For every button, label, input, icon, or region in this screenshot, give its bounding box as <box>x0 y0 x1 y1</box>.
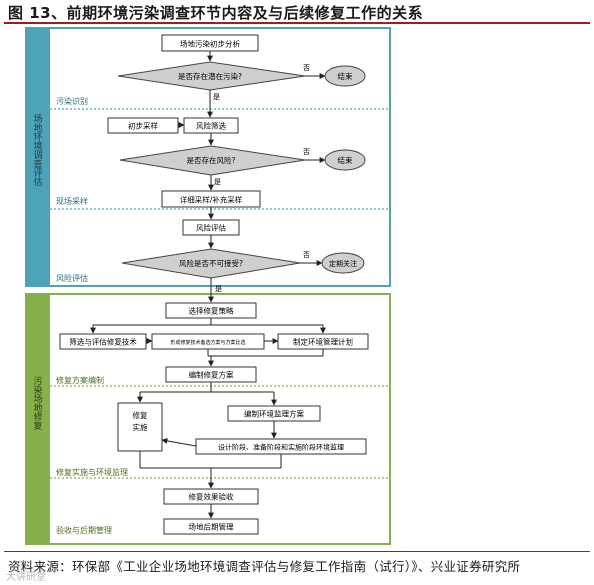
phase2-label: 污染场地修复 <box>33 375 42 432</box>
branch-yes-3: 是 <box>215 285 222 293</box>
phase1-label: 场地环境调查评估 <box>33 114 42 188</box>
stage-label-acceptance: 验收与后期管理 <box>56 525 112 535</box>
node-detailed-sampling-label: 详细采样/补充采样 <box>180 195 243 205</box>
branch-no-2: 否 <box>303 148 310 156</box>
stage-label-risk-assessment: 风险评估 <box>56 273 88 283</box>
node-monitor <box>321 252 365 274</box>
phase2-frame <box>25 293 391 545</box>
node-end2-label: 结束 <box>338 155 353 165</box>
title-rule <box>4 22 590 24</box>
watermark: 大讲研堂 <box>6 572 46 583</box>
node-end1 <box>324 65 366 87</box>
node-implement <box>117 402 163 452</box>
stage-label-implementation: 修复实施与环境监理 <box>56 467 128 477</box>
node-design-supervision-label: 设计阶段、准备阶段和实施阶段环境监理 <box>218 443 344 452</box>
decision-pollution-label: 是否存在潜在污染? <box>178 71 242 81</box>
node-post-mgmt-label: 场地后期管理 <box>189 522 234 532</box>
node-end1-label: 结束 <box>338 71 353 81</box>
source-note: 资料来源：环保部《工业企业场地环境调查评估与修复工作指南（试行）》、兴业证券研究… <box>8 559 521 574</box>
decision-acceptable-label: 风险是否不可接受? <box>179 258 243 268</box>
branch-yes-2: 是 <box>214 178 221 186</box>
branch-no-3: 否 <box>303 251 310 259</box>
phase1-band <box>26 28 50 286</box>
decision-risk-label: 是否存在风险? <box>187 155 236 165</box>
node-implement-label: 修复实施 <box>133 410 148 432</box>
figure-title: 图 13、前期环境污染调查环节内容及与后续修复工作的关系 <box>8 4 424 22</box>
node-post-mgmt <box>163 518 259 535</box>
node-end2 <box>324 149 366 171</box>
node-env-supervision-plan-label: 编制环境监理方案 <box>244 409 304 419</box>
node-monitor-label: 定期关注 <box>329 259 357 268</box>
phase2-band <box>26 294 50 544</box>
node-compare-label: 形成修复技术备选方案与方案比选 <box>170 339 245 346</box>
node-acceptance-label: 修复效果验收 <box>189 492 234 502</box>
node-choose-strategy-label: 选择修复策略 <box>189 306 234 316</box>
flowchart: 场地环境调查评估 污染识别 现场采样 风险评估 污染场地修复 修复方案编制 修复… <box>25 27 391 545</box>
node-env-plan-label: 制定环境管理计划 <box>293 337 353 347</box>
source-rule <box>4 551 590 552</box>
stage-label-pollution-id: 污染识别 <box>56 96 88 106</box>
branch-yes-1: 是 <box>213 93 220 101</box>
node-risk-assess-label: 风险评估 <box>196 223 226 233</box>
node-screen-tech-label: 筛选与评估修复技术 <box>69 337 137 347</box>
node-initial-sampling-label: 初步采样 <box>128 121 158 131</box>
branch-no-1: 否 <box>303 64 310 72</box>
node-compile-plan-label: 编制修复方案 <box>189 370 234 380</box>
stage-label-field-sampling: 现场采样 <box>56 196 88 206</box>
node-risk-screen-label: 风险筛选 <box>196 121 226 131</box>
node-prelim-label: 场地污染初步分析 <box>180 39 240 49</box>
stage-label-plan-compile: 修复方案编制 <box>56 375 104 385</box>
